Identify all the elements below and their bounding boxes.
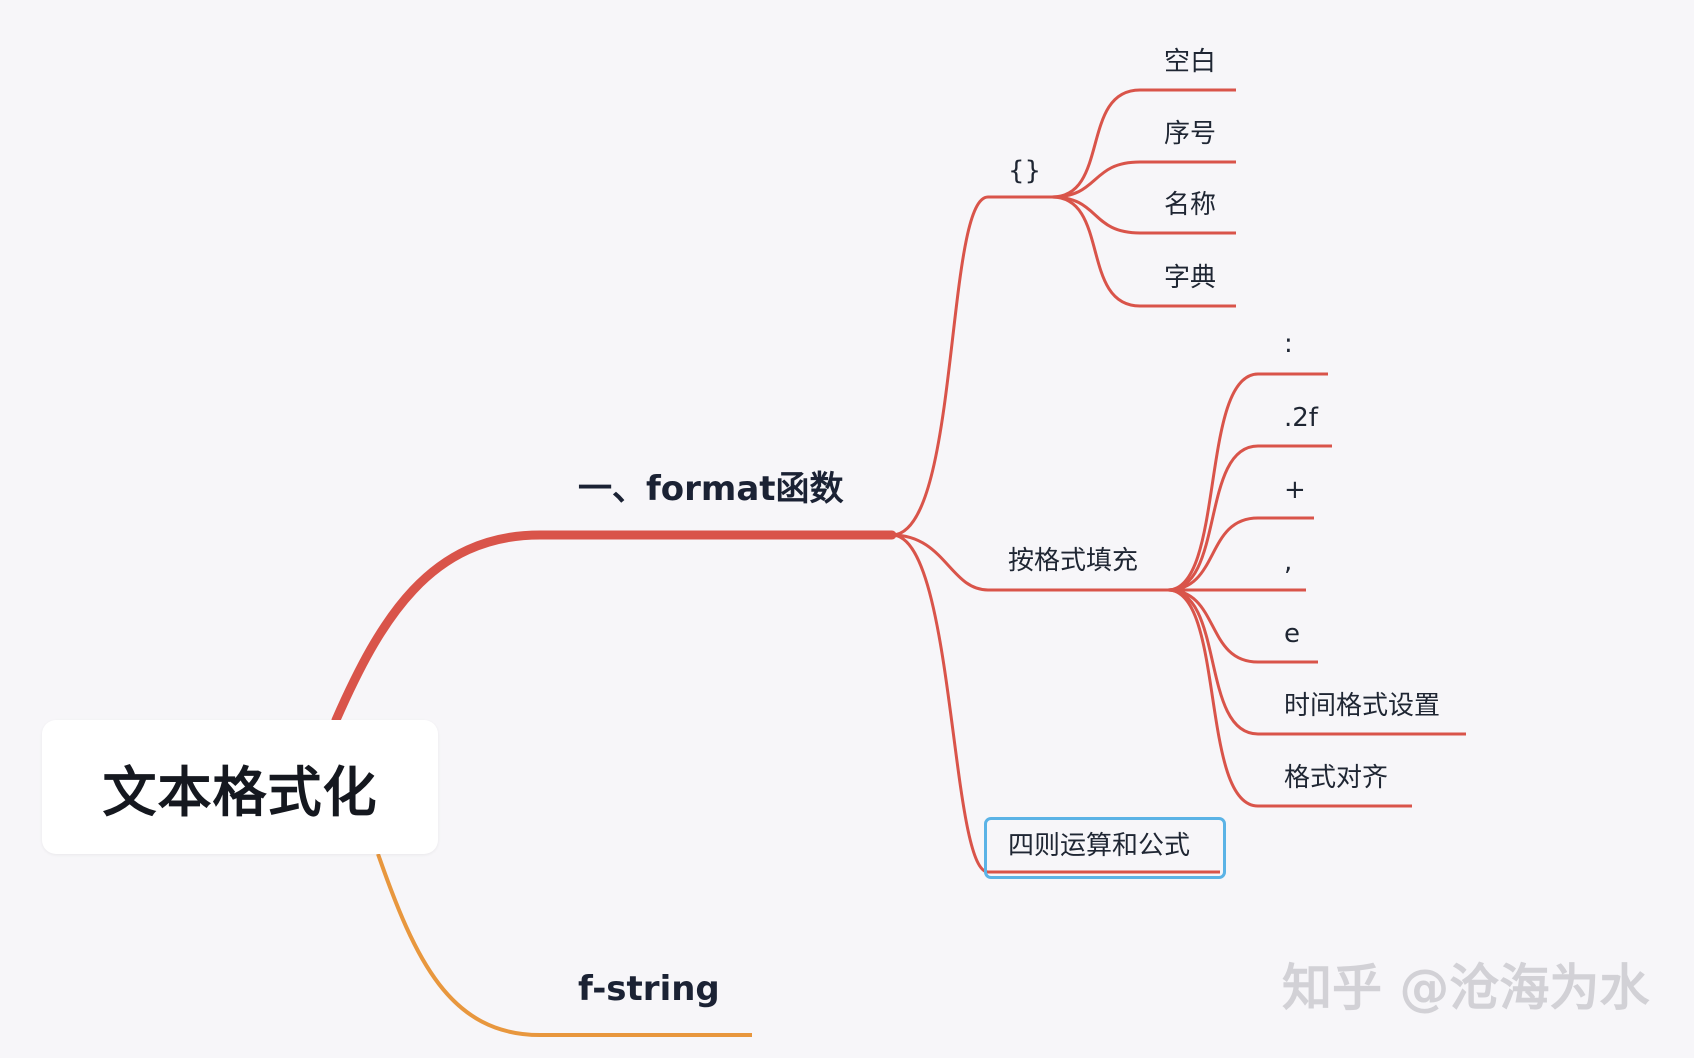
topic-fill-by-format[interactable]: 按格式填充 bbox=[1008, 546, 1139, 576]
connector-braces-zidian bbox=[1051, 195, 1236, 308]
topic-braces[interactable]: {} bbox=[1008, 156, 1042, 186]
connector-fill-colon bbox=[1167, 372, 1328, 592]
connector-root-fstring bbox=[376, 853, 752, 1037]
topic-plus[interactable]: + bbox=[1284, 475, 1306, 505]
topic-format[interactable]: 一、format函数 bbox=[578, 469, 844, 509]
connector-fill-time bbox=[1167, 588, 1466, 736]
topic-arithmetic-formula[interactable]: 四则运算和公式 bbox=[1008, 831, 1191, 861]
topic-kongbai[interactable]: 空白 bbox=[1164, 47, 1217, 77]
topic-zidian[interactable]: 字典 bbox=[1164, 263, 1217, 293]
connector-fill-e bbox=[1167, 588, 1318, 664]
root-topic-label: 文本格式化 bbox=[102, 760, 378, 824]
watermark: 知乎 @沧海为水 bbox=[1282, 959, 1650, 1017]
selection-highlight bbox=[984, 817, 1226, 879]
connector-fill-2f bbox=[1167, 444, 1332, 592]
connector-braces-kongbai bbox=[1051, 88, 1236, 199]
topic-comma[interactable]: , bbox=[1284, 547, 1293, 577]
connector-fill-align bbox=[1167, 588, 1412, 808]
connector-format-arith bbox=[891, 533, 1220, 874]
topic-e[interactable]: e bbox=[1284, 619, 1300, 649]
connector-format-fill bbox=[891, 533, 1168, 592]
topic-colon[interactable]: : bbox=[1284, 329, 1293, 359]
topic-2f[interactable]: .2f bbox=[1284, 403, 1318, 433]
connector-format-braces bbox=[891, 195, 1052, 537]
topic-time-format[interactable]: 时间格式设置 bbox=[1284, 691, 1441, 721]
topic-xuhao[interactable]: 序号 bbox=[1164, 119, 1217, 149]
topic-mingcheng[interactable]: 名称 bbox=[1164, 190, 1217, 220]
connector-root-format bbox=[331, 530, 897, 725]
connector-braces-xuhao bbox=[1051, 160, 1236, 199]
connector-fill-plus bbox=[1167, 516, 1314, 592]
topic-format-align[interactable]: 格式对齐 bbox=[1284, 763, 1389, 793]
topic-fstring[interactable]: f-string bbox=[578, 969, 720, 1009]
root-topic[interactable]: 文本格式化 bbox=[42, 720, 438, 854]
